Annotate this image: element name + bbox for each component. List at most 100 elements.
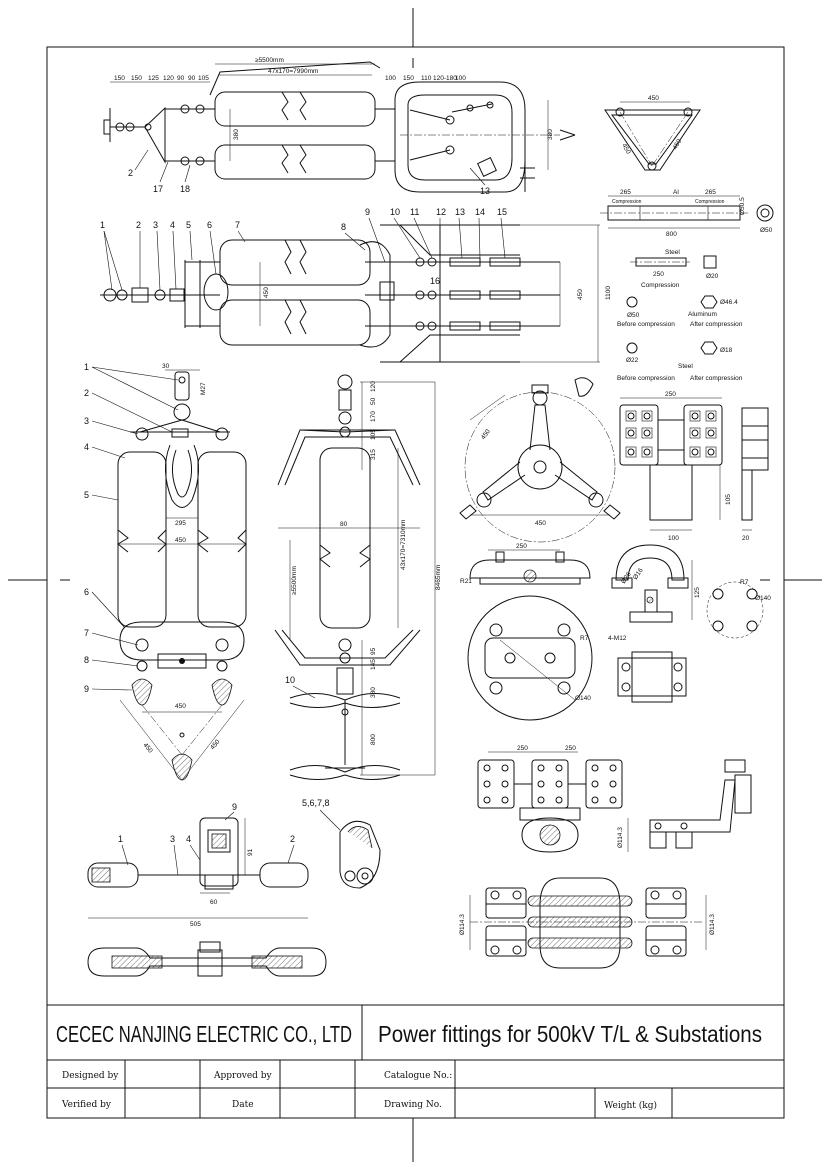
tee-dim-114: Ø114.3 [617, 827, 624, 848]
dim-120-180: 120-180 [433, 75, 457, 82]
plan-width-450: 450 [577, 289, 584, 300]
callout-18: 18 [180, 184, 190, 194]
bc-dim-20: 20 [742, 535, 750, 542]
ss-label-before-a: Before compression [617, 321, 675, 328]
weight-label: Weight (kg) [604, 1100, 657, 1111]
plan-callout-7: 7 [235, 220, 240, 230]
v-callout-4: 4 [84, 442, 89, 452]
yoke-side-right: 450 [672, 138, 684, 151]
title-block: CECEC NANJING ELECTRIC CO., LTD Power fi… [47, 1004, 784, 1118]
ss-label-after-b: After compression [690, 375, 743, 382]
plan-width-outer: 1100 [605, 286, 612, 300]
v-callout-3: 3 [84, 416, 89, 426]
v-dim-450c: 450 [141, 742, 154, 755]
ss-label-steel-b: Steel [678, 363, 693, 370]
plan-callout-16: 16 [430, 276, 440, 286]
sc-dim-r21: R21 [460, 578, 472, 585]
support-clamp-drawing: 250 R21 Ø140 R7 [460, 543, 593, 721]
callout-17: 17 [153, 184, 163, 194]
tc-dim-4-m12: 4-M12 [608, 635, 627, 642]
v-callout-7: 7 [84, 628, 89, 638]
height-right: 380 [547, 129, 554, 140]
sheet-border [8, 8, 822, 1162]
plan-width-inner: 450 [263, 287, 270, 298]
dp-callout-1: 1 [118, 834, 123, 844]
v-dim-450d: 450 [209, 738, 222, 751]
cj-label-compression-a: Compression [612, 199, 642, 205]
tee-dim-250b: 250 [565, 745, 576, 752]
dim-120: 120 [163, 75, 174, 82]
s-dim-380: 800 [370, 734, 377, 745]
ss-label-aluminum: Aluminum [688, 311, 717, 318]
ss-label-after-a: After compression [690, 321, 743, 328]
plan-callout-4: 4 [170, 220, 175, 230]
plan-callout-13: 13 [455, 207, 465, 217]
drawing-no-label: Drawing No. [384, 1100, 442, 1110]
v-callout-9: 9 [84, 684, 89, 694]
tc-dim-125: 125 [694, 587, 701, 598]
dp-callout-2: 2 [290, 834, 295, 844]
s-dim-120: 120 [370, 381, 377, 392]
v-dim-450a: 450 [175, 537, 186, 544]
insulator-count-label: 47x170=7990mm [268, 68, 318, 75]
dim-150c: 150 [403, 75, 414, 82]
cj-dim-265b: 265 [705, 189, 716, 196]
yoke-side-left: 450 [620, 143, 632, 156]
bc-dim-100: 100 [668, 535, 679, 542]
dim-105: 105 [198, 75, 209, 82]
s-dim-800: 80 [340, 521, 348, 528]
plan-callout-6: 6 [207, 220, 212, 230]
dim-110: 110 [421, 75, 432, 82]
sc-dim-r7: R7 [580, 635, 589, 642]
ss-dim-250: 250 [653, 271, 664, 278]
s-span: ≥5500mm [291, 566, 298, 595]
ec-dim-114a: Ø114.3 [459, 914, 466, 935]
plan-tension-string-drawing: 450 450 1100 1 2 [100, 207, 612, 363]
bc-dim-105: 105 [725, 494, 732, 505]
plan-callout-11: 11 [410, 207, 419, 217]
dp-dim-91: 91 [247, 848, 254, 856]
cj-dim-50-5: Ø50.5 [739, 197, 746, 215]
callout-2-top: 2 [128, 168, 133, 178]
plan-callout-3: 3 [153, 220, 158, 230]
sc-dim-250: 250 [516, 543, 527, 550]
ec-dim-114b: Ø114.3 [709, 914, 716, 935]
plan-callout-15: 15 [497, 207, 507, 217]
ss-label-steel: Steel [665, 249, 680, 256]
ss-dim-46-4: Ø46.4 [720, 299, 738, 306]
tee-dim-250a: 250 [517, 745, 528, 752]
product-title: Power fittings for 500kV T/L & Substatio… [378, 1021, 762, 1047]
ss-dim-18: Ø18 [720, 347, 733, 354]
plan-callout-14: 14 [475, 207, 485, 217]
verified-by-label: Verified by [61, 1100, 112, 1110]
catalogue-no-label: Catalogue No.: [384, 1071, 452, 1081]
bc-dim-250: 250 [665, 391, 676, 398]
plan-callout-8: 8 [341, 222, 346, 232]
dim-100b: 100 [455, 75, 466, 82]
dim-150a: 150 [114, 75, 125, 82]
dp-callout-9: 9 [232, 802, 237, 812]
dp-callout-3: 3 [170, 834, 175, 844]
tc-dim-140: Ø140 [755, 595, 771, 602]
ss-dim-50: Ø50 [627, 312, 640, 319]
approved-by-label: Approved by [213, 1071, 273, 1081]
tc-dim-16: Ø16 [632, 567, 645, 581]
dp-callout-5678: 5,6,7,8 [302, 798, 330, 808]
plan-callout-5: 5 [186, 220, 191, 230]
s-insulator-count: 43x170=7310mm [400, 520, 407, 570]
cj-dim-50: Ø50 [760, 227, 773, 234]
s-callout-10: 10 [285, 675, 295, 685]
v-dim-295: 295 [175, 520, 186, 527]
v-callout-6: 6 [84, 587, 89, 597]
cj-label-al: Al [673, 189, 679, 196]
plan-callout-12: 12 [436, 207, 446, 217]
s-dim-315: 315 [370, 449, 377, 460]
s-dim-170: 170 [370, 411, 377, 422]
dim-90b: 90 [188, 75, 196, 82]
v-dim-m27: M27 [200, 382, 207, 395]
ts-radius: 450 [480, 428, 492, 441]
cj-label-compression-b: Compression [695, 199, 725, 205]
tee-clamp-drawing: 250 250 Ø114.3 [477, 745, 752, 853]
height-left: 380 [233, 129, 240, 140]
